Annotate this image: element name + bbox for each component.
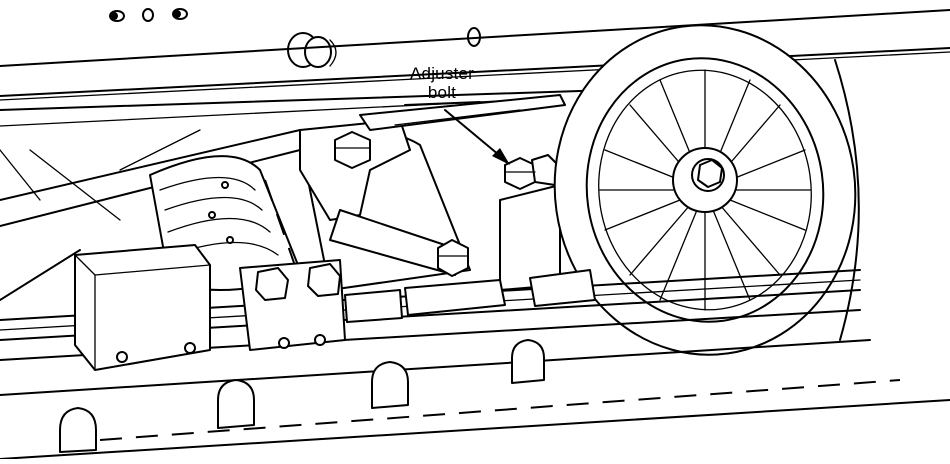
label-line-2: bolt [427, 83, 457, 102]
top-markers [109, 8, 481, 47]
bolt-head-icon [334, 131, 469, 277]
adjuster-bolt [499, 154, 561, 291]
frame-rivet [287, 32, 337, 68]
track-clips [59, 339, 545, 453]
rail-bracket-right [529, 269, 596, 307]
rail-bracket-left [74, 244, 211, 371]
rail-bracket-center [239, 259, 506, 351]
label-line-1: Adjuster [410, 64, 474, 83]
frame-rail [0, 9, 950, 127]
wheel-icon [553, 24, 860, 356]
arrow-icon [404, 101, 510, 165]
pivot-arm [299, 94, 566, 276]
track-belt [0, 339, 950, 460]
adjuster-bolt-label: Adjuster bolt [397, 64, 487, 102]
